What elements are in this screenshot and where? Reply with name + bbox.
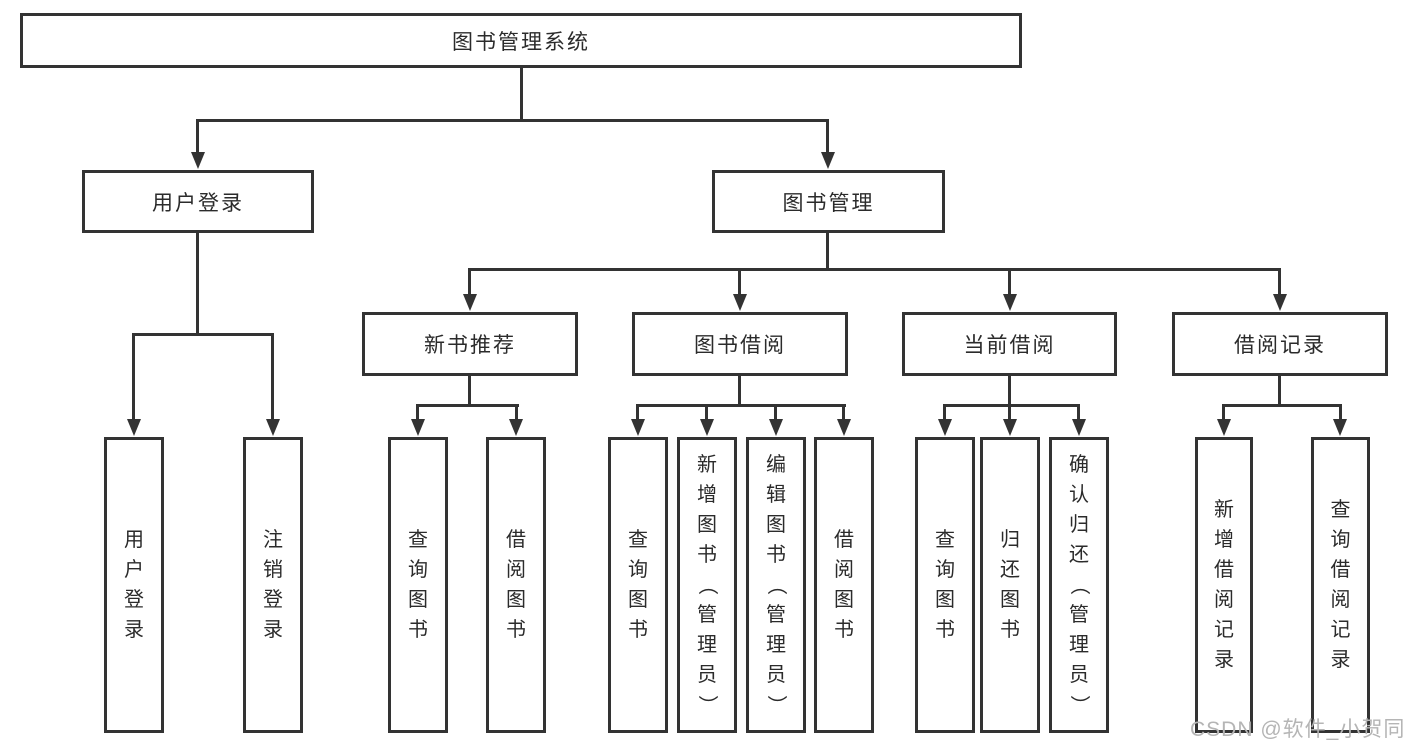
connector-line (1222, 404, 1225, 422)
connector-line (515, 404, 518, 422)
connector-line (842, 404, 845, 422)
connector-line (705, 404, 708, 422)
connector-line (468, 376, 471, 407)
arrowhead-down-icon (733, 294, 747, 311)
connector-line (943, 404, 1080, 407)
leaf-query-books-current: 查询图书 (915, 437, 975, 733)
leaf-borrow-books-recommend: 借阅图书 (486, 437, 546, 733)
connector-line (468, 268, 1281, 271)
leaf-add-books-admin: 新增图书（管理员） (677, 437, 737, 733)
watermark: CSDN @软件_小贺同学 (1190, 718, 1405, 741)
arrowhead-down-icon (1003, 294, 1017, 311)
arrowhead-down-icon (700, 419, 714, 436)
node-borrowing-records: 借阅记录 (1172, 312, 1388, 376)
connector-line (1278, 376, 1281, 407)
connector-line (636, 404, 846, 407)
arrowhead-down-icon (769, 419, 783, 436)
connector-line (826, 232, 829, 271)
connector-line (1222, 404, 1342, 407)
arrowhead-down-icon (1003, 419, 1017, 436)
connector-line (1339, 404, 1342, 422)
connector-line (416, 404, 419, 422)
connector-line (132, 333, 135, 422)
connector-line (1008, 376, 1011, 407)
arrowhead-down-icon (1333, 419, 1347, 436)
node-user-login: 用户登录 (82, 170, 314, 233)
connector-line (636, 404, 639, 422)
node-book-borrowing: 图书借阅 (632, 312, 848, 376)
connector-line (943, 404, 946, 422)
connector-line (416, 404, 519, 407)
leaf-add-borrow-record: 新增借阅记录 (1195, 437, 1253, 733)
connector-line (468, 268, 471, 297)
connector-line (1278, 268, 1281, 297)
connector-line (1008, 404, 1011, 422)
arrowhead-down-icon (127, 419, 141, 436)
arrowhead-down-icon (191, 152, 205, 169)
connector-line (1008, 268, 1011, 297)
connector-line (738, 376, 741, 407)
arrowhead-down-icon (1217, 419, 1231, 436)
arrowhead-down-icon (1273, 294, 1287, 311)
arrowhead-down-icon (938, 419, 952, 436)
node-current-borrowing: 当前借阅 (902, 312, 1117, 376)
node-book-management-system: 图书管理系统 (20, 13, 1022, 68)
leaf-query-books-borrowing: 查询图书 (608, 437, 668, 733)
connector-line (196, 119, 199, 154)
arrowhead-down-icon (821, 152, 835, 169)
connector-line (738, 268, 741, 297)
connector-line (774, 404, 777, 422)
leaf-edit-books-admin: 编辑图书（管理员） (746, 437, 806, 733)
leaf-confirm-return-admin: 确认归还（管理员） (1049, 437, 1109, 733)
leaf-borrow-books-borrowing: 借阅图书 (814, 437, 874, 733)
arrowhead-down-icon (411, 419, 425, 436)
arrowhead-down-icon (266, 419, 280, 436)
leaf-query-borrow-record: 查询借阅记录 (1311, 437, 1370, 733)
node-book-management: 图书管理 (712, 170, 945, 233)
connector-line (196, 119, 829, 122)
arrowhead-down-icon (837, 419, 851, 436)
arrowhead-down-icon (463, 294, 477, 311)
connector-line (132, 333, 274, 336)
arrowhead-down-icon (1072, 419, 1086, 436)
leaf-user-login: 用户登录 (104, 437, 164, 733)
connector-line (271, 333, 274, 422)
connector-line (196, 232, 199, 336)
arrowhead-down-icon (509, 419, 523, 436)
connector-line (1077, 404, 1080, 422)
leaf-logout-login: 注销登录 (243, 437, 303, 733)
node-new-book-recommendation: 新书推荐 (362, 312, 578, 376)
leaf-query-books-recommend: 查询图书 (388, 437, 448, 733)
leaf-return-books: 归还图书 (980, 437, 1040, 733)
arrowhead-down-icon (631, 419, 645, 436)
connector-line (826, 119, 829, 154)
connector-line (520, 67, 523, 122)
